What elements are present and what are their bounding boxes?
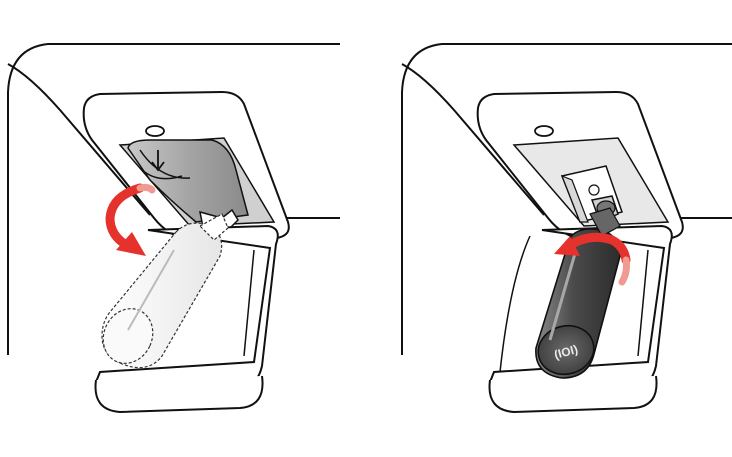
cover-left-edge [499, 235, 531, 373]
bracket-hole [588, 184, 600, 196]
housing-cylinder-lip [139, 167, 183, 180]
filter-cap-marking: (IOI) [553, 342, 580, 362]
housing-screw-hole [145, 125, 165, 137]
step-install-panel: (IOI) [366, 0, 732, 457]
fridge-ceiling-outline [401, 43, 732, 355]
bracket-side [560, 174, 589, 223]
cover-rim [94, 375, 264, 414]
ghost-filter-neck [199, 213, 229, 241]
step-install-illustration: (IOI) [401, 43, 732, 414]
cover-inner-edge [637, 249, 649, 357]
step-remove-illustration [7, 43, 340, 414]
filter-highlight [548, 249, 578, 341]
cover-inner-edge [243, 249, 255, 357]
rotate-cw-arrow-icon [554, 232, 631, 286]
fridge-inner-edge [7, 63, 151, 216]
housing-screw-hole [534, 125, 554, 137]
filter-neck [589, 207, 621, 237]
rotate-ccw-arrow-icon [105, 183, 156, 256]
ghost-filter-highlight [127, 249, 175, 331]
step-remove-panel [7, 43, 340, 414]
cover-rim [488, 375, 658, 414]
fridge-ceiling-outline [7, 43, 340, 355]
down-arrow-icon [151, 150, 165, 172]
fridge-inner-edge [401, 63, 545, 216]
housing-cylinder-top [139, 149, 191, 179]
